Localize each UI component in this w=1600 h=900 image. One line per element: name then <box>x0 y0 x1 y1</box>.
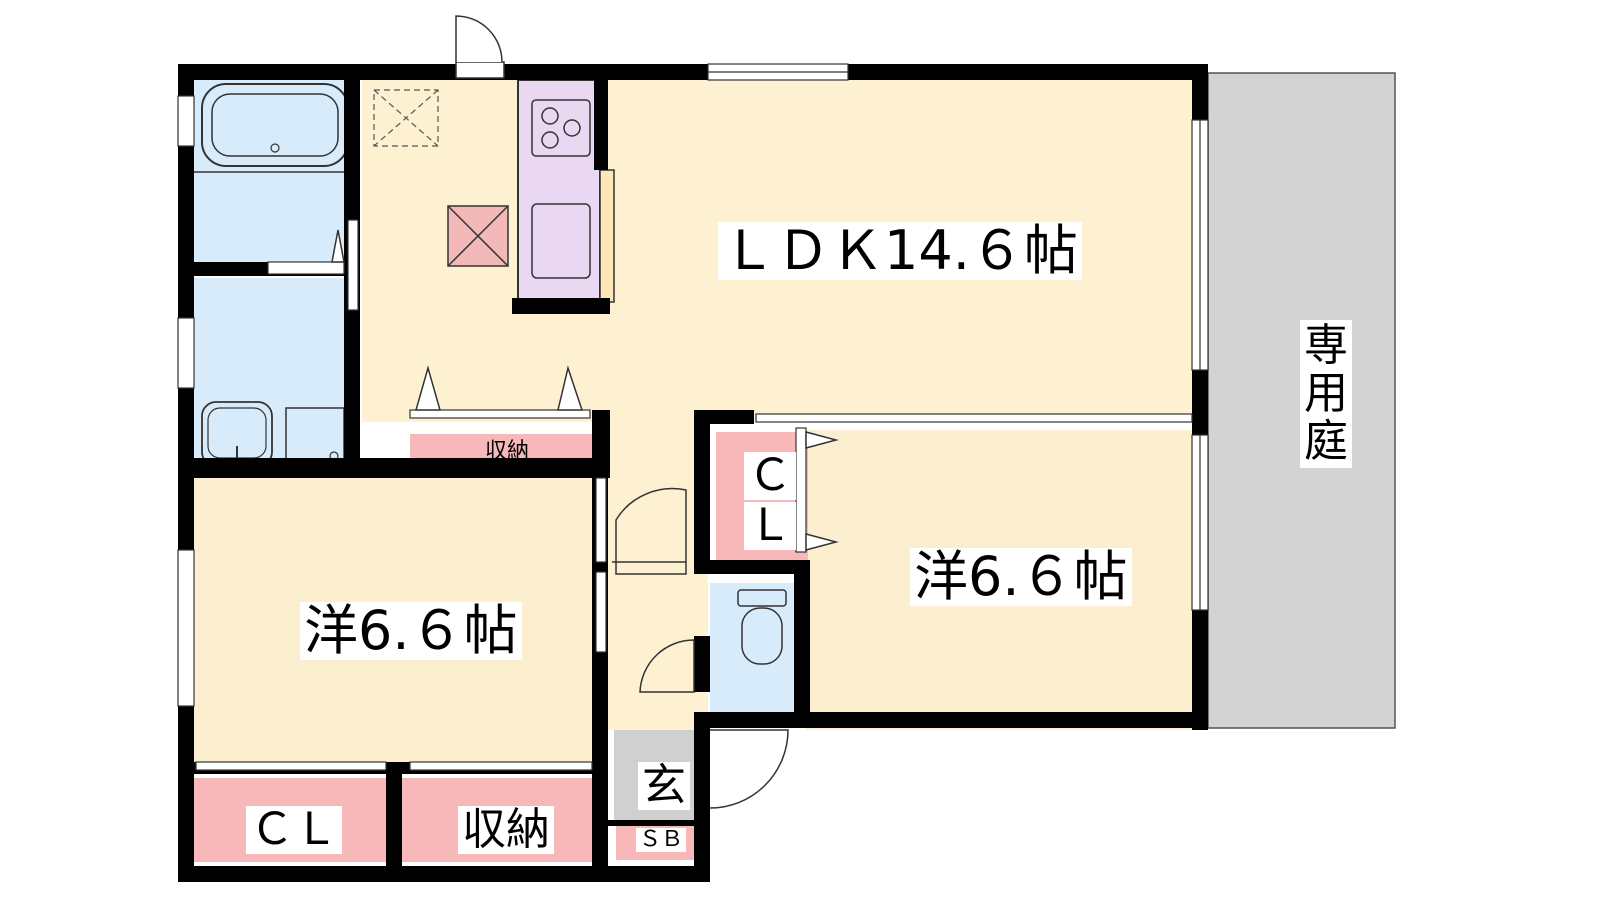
bathtub-drain <box>270 143 280 153</box>
stove-burner <box>541 131 559 149</box>
doors <box>331 15 839 809</box>
toilet-bowl <box>741 607 783 665</box>
garden-char: 庭 <box>1304 416 1348 467</box>
garden-char: 用 <box>1304 368 1348 419</box>
storage-bottom-label: 収納 <box>458 806 554 854</box>
hall-floor <box>608 420 708 730</box>
washer-space <box>285 407 345 467</box>
closet-bottom-label: ＣＬ <box>246 806 342 854</box>
bathtub-inner <box>211 93 339 157</box>
closet-right-label-c: Ｃ <box>744 452 796 500</box>
entrance-label: 玄 <box>638 762 690 810</box>
storage-top-label: 収納 <box>485 439 530 464</box>
garden-char: 専 <box>1304 320 1348 371</box>
kitchen-side-panel <box>599 169 615 303</box>
stove <box>531 99 591 157</box>
shoe-box-label: ＳＢ <box>636 828 687 852</box>
refrigerator-cross <box>373 89 439 147</box>
bathtub <box>201 83 349 167</box>
vent-cross <box>447 205 509 267</box>
private-garden-label: 専 用 庭 <box>1300 320 1352 468</box>
windows <box>177 63 1209 771</box>
closet-right-label-l: Ｌ <box>744 502 796 550</box>
stove-burner <box>563 119 581 137</box>
western-room-left-label: 洋6.６帖 <box>300 602 522 660</box>
ldk-label: ＬＤＫ14.６帖 <box>718 222 1082 280</box>
stove-burner <box>541 107 559 125</box>
toilet-tank <box>737 589 787 607</box>
kitchen-sink <box>531 203 591 279</box>
western-room-right-label: 洋6.６帖 <box>910 548 1132 606</box>
